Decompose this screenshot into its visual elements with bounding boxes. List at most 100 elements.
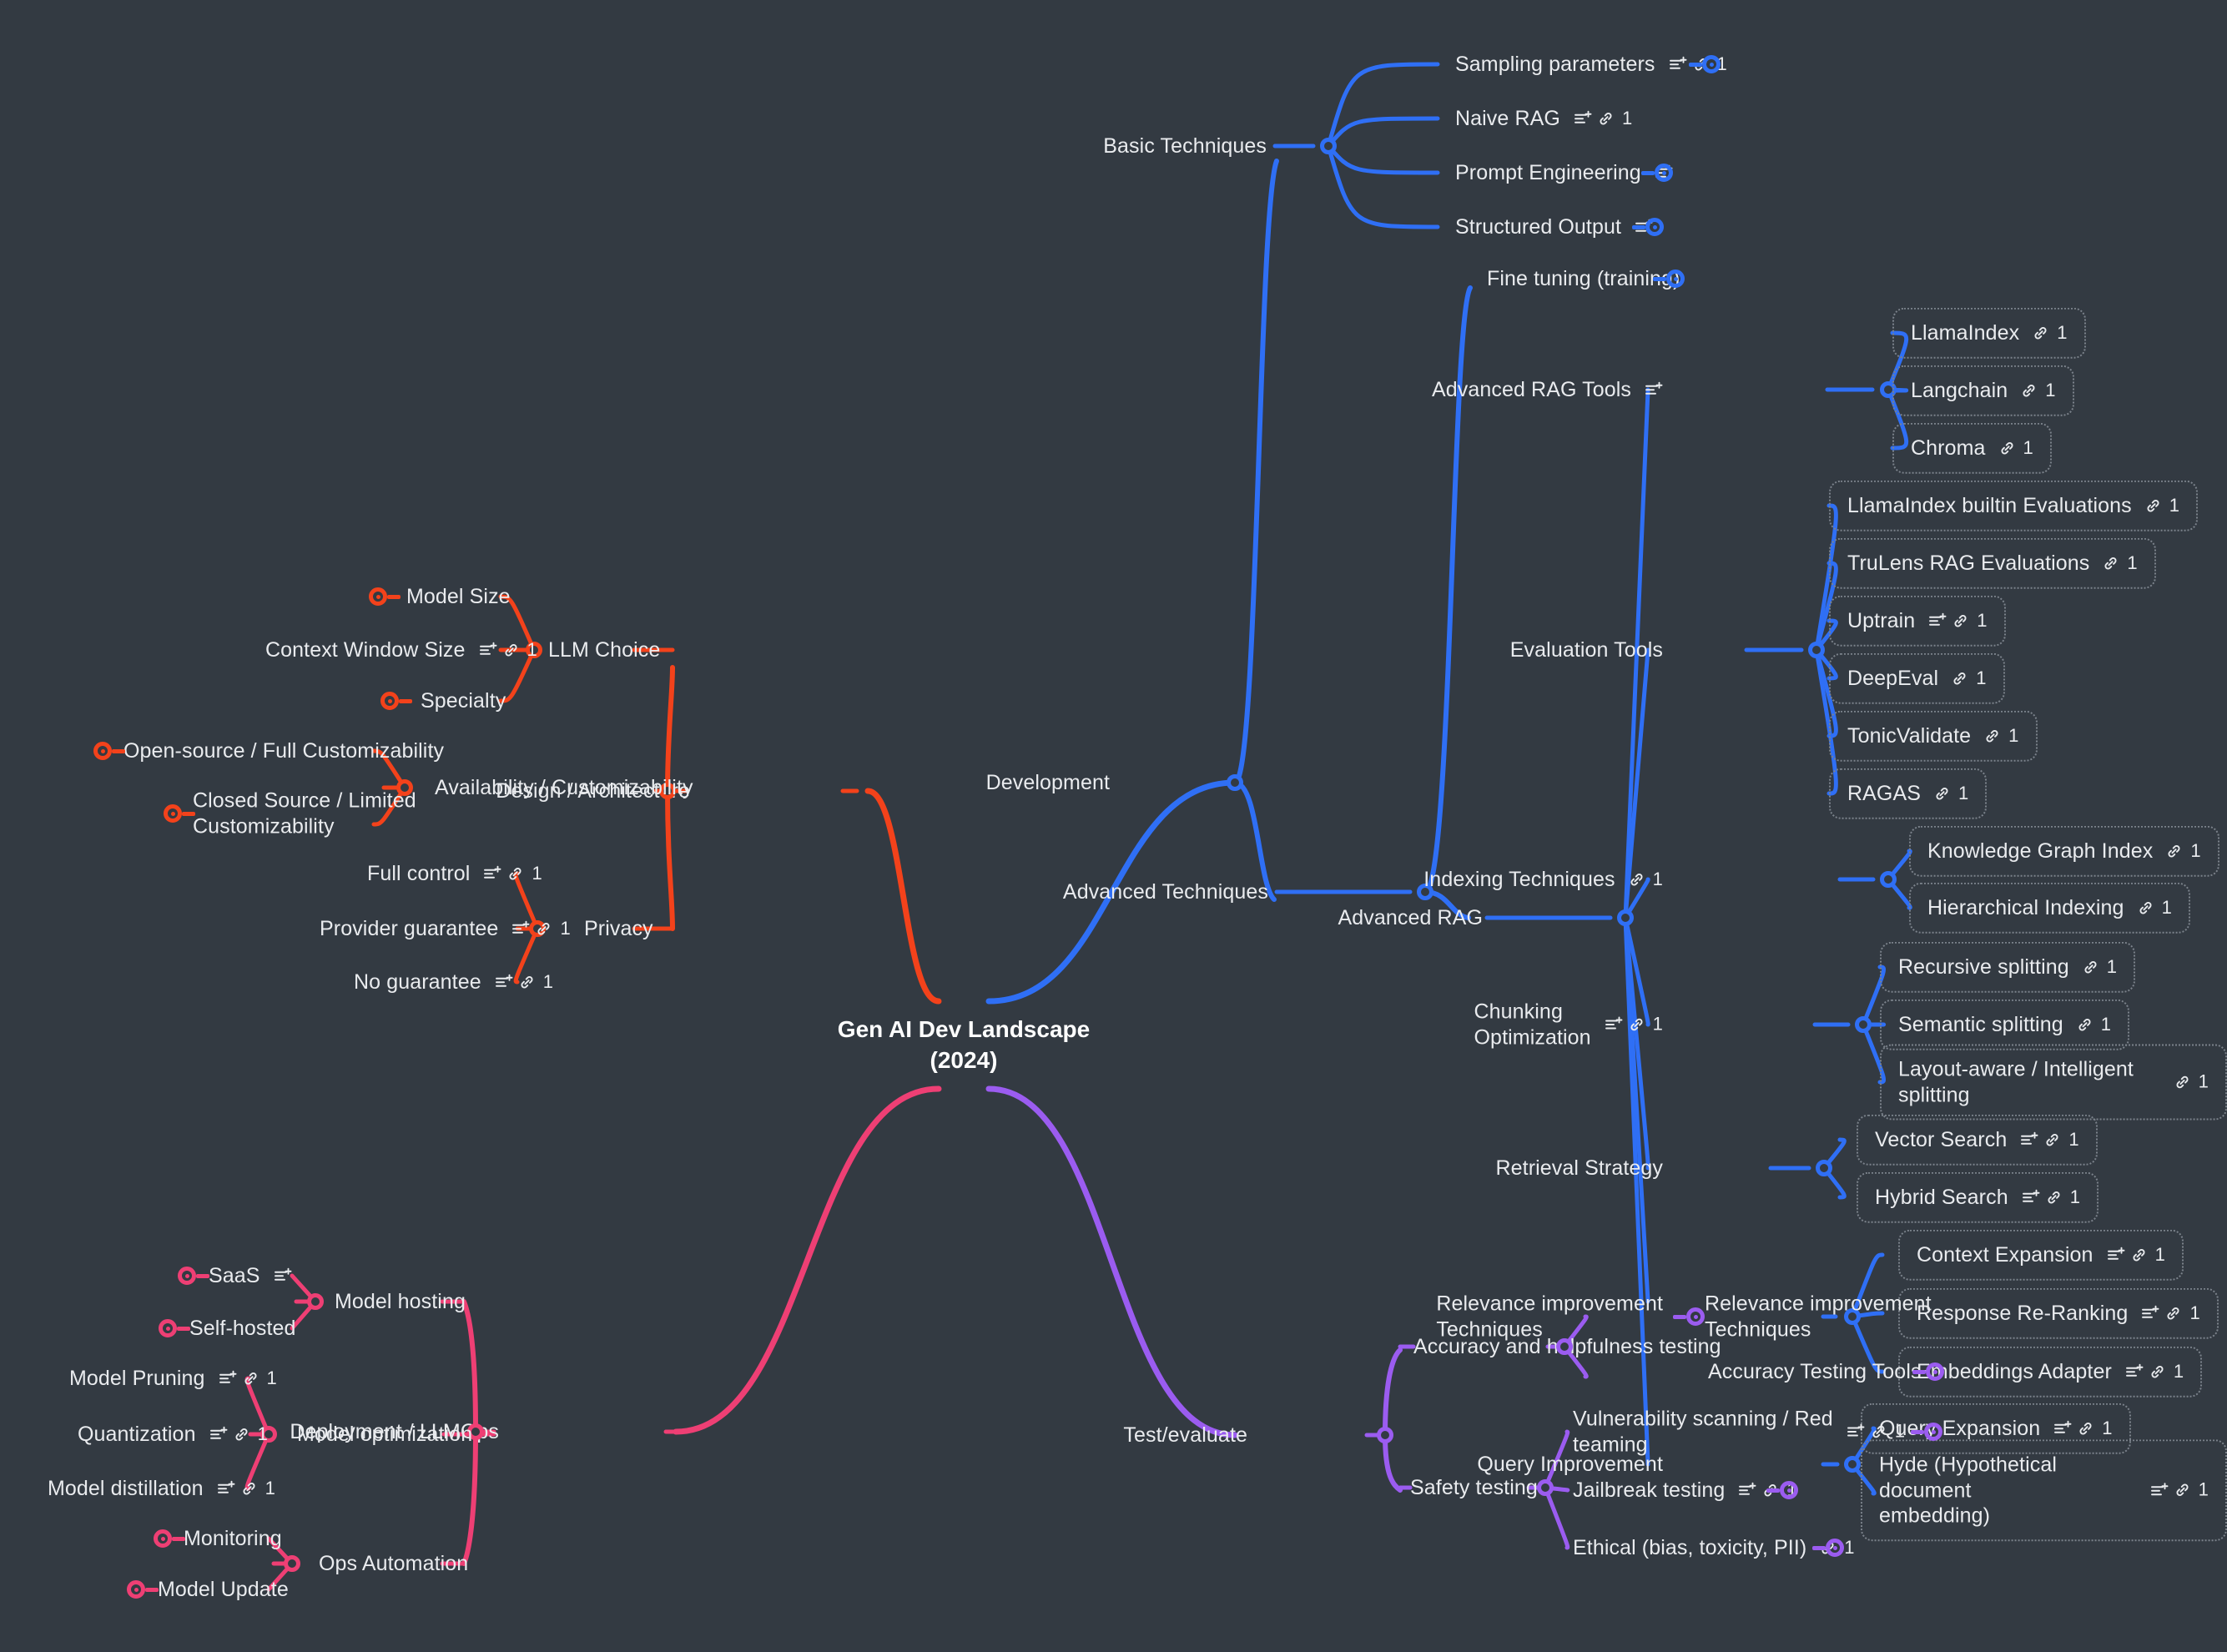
collapse-handle-prompt-engineering[interactable] (1641, 162, 1673, 184)
collapse-handle-accuracy-testing-tools[interactable] (1912, 1361, 1944, 1383)
mindmap-node-prompt-engineering[interactable]: Prompt Engineering (1455, 160, 1673, 186)
mindmap-node-saas[interactable]: SaaS (209, 1263, 292, 1289)
notes-add-icon[interactable] (511, 920, 530, 937)
junction-model-optimization[interactable] (260, 1426, 277, 1443)
mindmap-node-test-evaluate[interactable]: Test/evaluate (1123, 1423, 1247, 1448)
junction-retrieval-strategy[interactable] (1816, 1160, 1832, 1176)
mindmap-root-node[interactable]: Gen AI Dev Landscape (2024) (837, 1016, 1091, 1073)
junction-chunking-optimization[interactable] (1855, 1016, 1872, 1033)
notes-add-icon[interactable] (1574, 110, 1592, 127)
junction-basic-techniques[interactable] (1320, 138, 1337, 154)
link-icon[interactable] (243, 1370, 259, 1386)
mindmap-node-open-source[interactable]: Open-source / Full Customizability (123, 738, 444, 764)
link-icon[interactable] (2046, 1189, 2062, 1205)
mindmap-node-model-update[interactable]: Model Update (158, 1577, 289, 1603)
collapse-handle-open-source[interactable] (93, 740, 125, 762)
link-icon[interactable] (1952, 612, 1968, 628)
link-icon[interactable] (2083, 959, 2099, 975)
link-icon[interactable] (1934, 785, 1950, 801)
notes-add-icon[interactable] (274, 1267, 292, 1284)
link-icon[interactable] (1984, 728, 2000, 743)
mindmap-node-advanced-techniques[interactable]: Advanced Techniques (1063, 879, 1268, 905)
mindmap-node-specialty[interactable]: Specialty (421, 688, 506, 714)
junction-development[interactable] (1227, 774, 1243, 791)
link-icon[interactable] (234, 1426, 249, 1442)
notes-add-icon[interactable] (483, 865, 501, 882)
notes-add-icon[interactable] (217, 1480, 235, 1497)
link-icon[interactable] (2174, 1482, 2190, 1498)
junction-design-architecture[interactable] (659, 783, 676, 799)
link-icon[interactable] (2165, 1305, 2181, 1321)
mindmap-node-relevance-purple[interactable]: Relevance improvement Techniques (1705, 1292, 1932, 1342)
collapse-handle-vulnerability-scanning[interactable] (1911, 1421, 1942, 1443)
mindmap-node-ops-automation[interactable]: Ops Automation (319, 1551, 468, 1577)
collapse-handle-model-update[interactable] (127, 1579, 159, 1600)
notes-add-icon[interactable] (1738, 1482, 1756, 1498)
link-icon[interactable] (1952, 670, 1968, 686)
notes-add-icon[interactable] (2107, 1247, 2125, 1263)
collapse-handle-fine-tuning[interactable] (1653, 268, 1685, 290)
collapse-handle-sampling-parameters[interactable] (1689, 53, 1721, 75)
mindmap-node-query-improvement[interactable]: Query Improvement (1477, 1452, 1663, 1478)
link-icon[interactable] (519, 974, 535, 990)
link-icon[interactable] (2077, 1016, 2093, 1032)
mindmap-node-availability[interactable]: Availability / Customizability (435, 775, 693, 801)
mindmap-node-monitoring[interactable]: Monitoring (184, 1526, 282, 1552)
link-icon[interactable] (2033, 325, 2048, 340)
junction-advanced-rag[interactable] (1617, 909, 1634, 926)
link-icon[interactable] (2044, 1131, 2060, 1147)
notes-add-icon[interactable] (2053, 1420, 2072, 1437)
junction-model-hosting[interactable] (307, 1293, 324, 1310)
mindmap-node-relevance-improve[interactable]: Relevance improvement Techniques (1436, 1292, 1663, 1342)
mindmap-node-ethical[interactable]: Ethical (bias, toxicity, PII)1 (1573, 1535, 1855, 1561)
link-icon[interactable] (503, 642, 519, 657)
link-icon[interactable] (1871, 1423, 1887, 1439)
notes-add-icon[interactable] (1928, 612, 1947, 629)
collapse-handle-saas[interactable] (178, 1265, 209, 1287)
link-icon[interactable] (2145, 497, 2161, 513)
notes-add-icon[interactable] (2141, 1305, 2159, 1322)
collapse-handle-model-size[interactable] (369, 586, 401, 607)
junction-indexing-techniques[interactable] (1880, 871, 1897, 888)
notes-add-icon[interactable] (219, 1370, 237, 1387)
notes-add-icon[interactable] (2150, 1482, 2169, 1498)
collapse-handle-monitoring[interactable] (154, 1528, 185, 1549)
mindmap-node-deployment[interactable]: Deployment / LLMOps (290, 1419, 499, 1445)
junction-safety-testing[interactable] (1537, 1479, 1554, 1496)
link-icon[interactable] (2103, 555, 2119, 571)
collapse-handle-specialty[interactable] (380, 690, 412, 712)
collapse-handle-structured-output[interactable] (1632, 216, 1664, 238)
mindmap-node-closed-source[interactable]: Closed Source / Limited Customizability (193, 788, 416, 839)
notes-add-icon[interactable] (1847, 1423, 1865, 1440)
collapse-handle-ethical-testing[interactable] (1812, 1537, 1844, 1559)
notes-add-icon[interactable] (495, 974, 513, 990)
mindmap-node-basic-techniques[interactable]: Basic Techniques (1103, 133, 1267, 159)
junction-llm-choice[interactable] (526, 642, 542, 658)
mindmap-node-privacy[interactable]: Privacy (584, 916, 653, 942)
mindmap-node-advanced-rag-tools[interactable]: Advanced RAG Tools (1432, 377, 1663, 403)
